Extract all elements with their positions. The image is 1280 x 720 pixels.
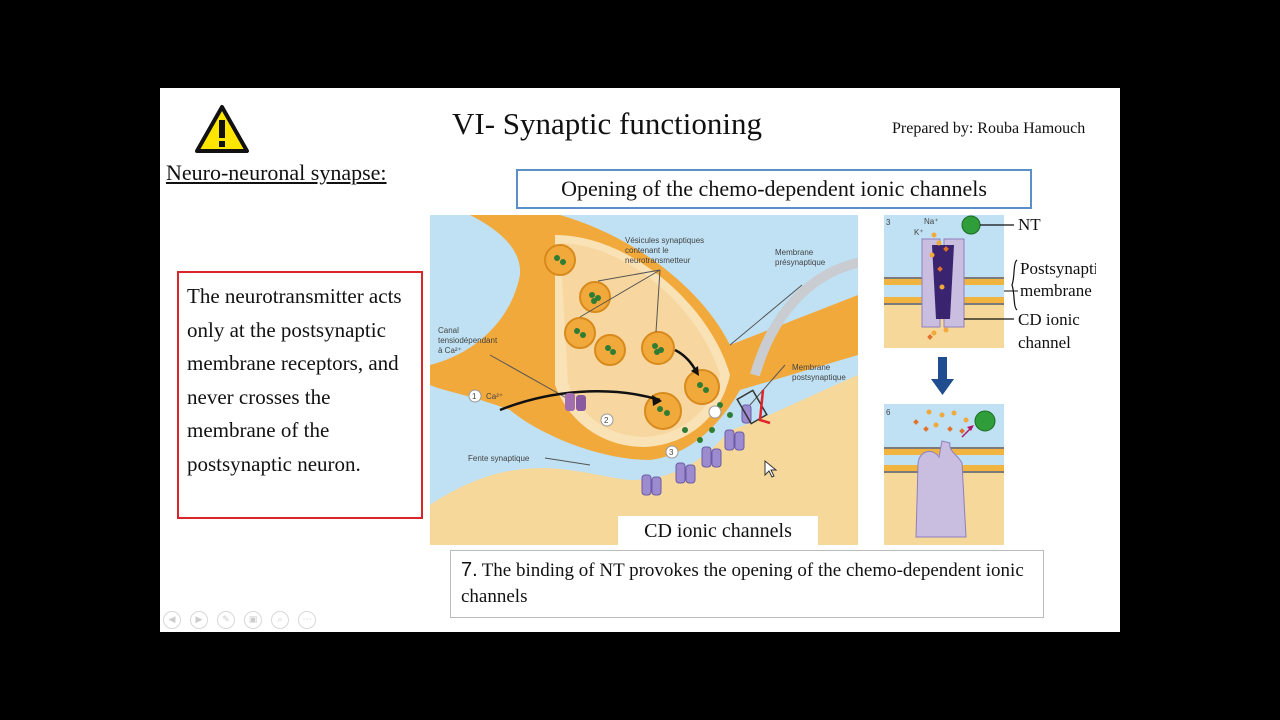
synapse-diagram: Vésicules synaptiques contenant le neuro… xyxy=(430,215,858,545)
step-1-label: 1 xyxy=(472,392,477,401)
zoom-icon[interactable]: ⌕ xyxy=(271,611,289,629)
nav-next-icon[interactable]: ▶ xyxy=(190,611,208,629)
more-icon[interactable]: ⋯ xyxy=(298,611,316,629)
cd-ionic-channels-label: CD ionic channels xyxy=(618,516,818,546)
slides-icon[interactable]: ▣ xyxy=(244,611,262,629)
nav-prev-icon[interactable]: ◀ xyxy=(163,611,181,629)
vesicles-label-2: contenant le xyxy=(625,246,669,255)
side-step-6: 6 xyxy=(886,408,891,417)
step-2-label: 2 xyxy=(604,416,609,425)
cleft-label: Fente synaptique xyxy=(468,454,530,463)
postsynaptic-label-2: postsynaptique xyxy=(792,373,846,382)
caption-number: 7. xyxy=(461,559,478,581)
postsynaptic-membrane-label-1: Postsynaptic xyxy=(1020,259,1096,278)
side-step-3: 3 xyxy=(886,218,891,227)
neurotransmitter-note: The neurotransmitter acts only at the po… xyxy=(177,271,423,519)
sodium-label: Na⁺ xyxy=(924,217,938,226)
opening-channels-box: Opening of the chemo-dependent ionic cha… xyxy=(516,169,1032,209)
warning-triangle-icon xyxy=(195,105,249,153)
presynaptic-label-1: Membrane xyxy=(775,248,814,257)
caption-text: The binding of NT provokes the opening o… xyxy=(461,560,1024,607)
vesicles-label-1: Vésicules synaptiques xyxy=(625,236,704,245)
channel-label-2: tensiodépendant xyxy=(438,336,498,345)
cd-ionic-channel-label-2: channel xyxy=(1018,333,1071,352)
author-credit: Prepared by: Rouba Hamouch xyxy=(892,120,1086,137)
presynaptic-label-2: présynaptique xyxy=(775,258,826,267)
channel-label-1: Canal xyxy=(438,326,459,335)
channel-opening-diagram: 3 Na⁺ K⁺ 6 NT Postsynaptic membrane CD i… xyxy=(884,215,1096,545)
potassium-label: K⁺ xyxy=(914,228,924,237)
step-3-label: 3 xyxy=(669,448,674,457)
calcium-label: Ca²⁺ xyxy=(486,392,503,401)
mouse-cursor-icon xyxy=(764,459,778,478)
step-caption: 7.The binding of NT provokes the opening… xyxy=(450,550,1044,618)
nt-label: NT xyxy=(1018,215,1041,234)
pen-icon[interactable]: ✎ xyxy=(217,611,235,629)
slide: VI- Synaptic functioning Prepared by: Ro… xyxy=(160,88,1120,632)
section-subheading: Neuro-neuronal synapse: xyxy=(166,160,387,185)
vesicles-label-3: neurotransmetteur xyxy=(625,256,691,265)
cd-ionic-channel-label-1: CD ionic xyxy=(1018,310,1080,329)
slide-title: VI- Synaptic functioning xyxy=(452,106,762,141)
postsynaptic-label-1: Membrane xyxy=(792,363,831,372)
channel-label-3: à Ca²⁺ xyxy=(438,346,462,355)
postsynaptic-membrane-label-2: membrane xyxy=(1020,281,1092,300)
